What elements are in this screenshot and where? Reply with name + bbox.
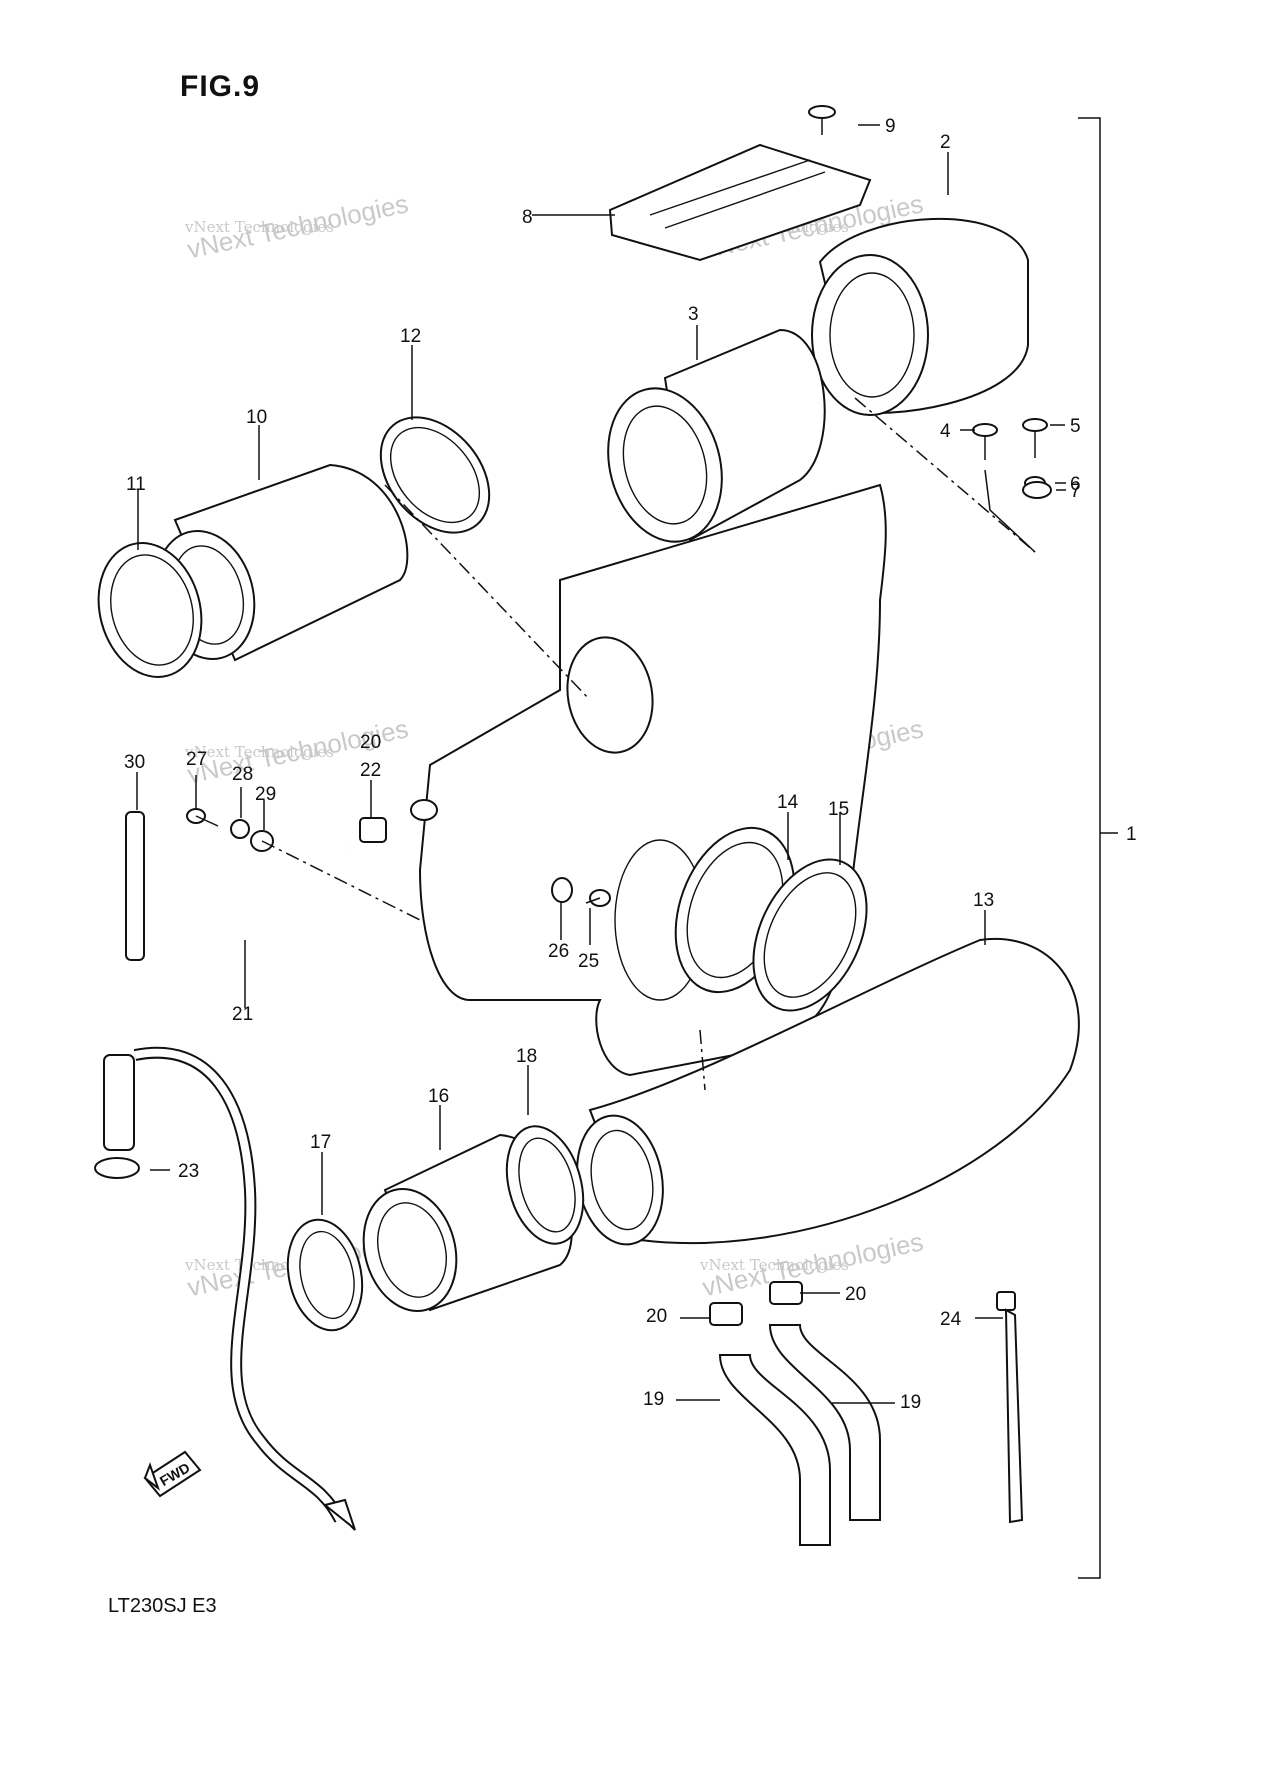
callout-20b: 20 [845,1284,866,1305]
cable-tie-part [996,1291,1024,1524]
clamp-part [97,542,203,678]
callout-20c: 20 [360,732,381,753]
callout-18: 18 [516,1046,537,1067]
callout-9: 9 [885,116,896,137]
callout-30: 30 [124,752,145,773]
screw-part [808,105,836,135]
callout-23: 23 [178,1161,199,1182]
callout-19b: 19 [900,1392,921,1413]
callout-28: 28 [232,764,253,785]
callout-19a: 19 [643,1389,664,1410]
duct-clamp-part [505,1125,585,1245]
callout-numbers: 1 2 3 4 5 6 7 8 9 10 11 12 13 14 15 16 1… [124,116,1137,1413]
callout-7: 7 [1070,481,1081,502]
breather-hose-part [103,843,356,1531]
hose-clips-part [359,817,803,1326]
model-code: LT230SJ E3 [108,1595,217,1617]
callout-27: 27 [186,749,207,770]
callout-11: 11 [126,474,146,495]
callout-13: 13 [973,890,994,911]
callout-16: 16 [428,1086,449,1107]
joint-clamp-part [286,1218,364,1332]
callout-25: 25 [578,951,599,972]
assembly-bracket [1078,117,1118,1579]
fwd-arrow-icon: FWD [143,1450,202,1498]
hardware-parts [972,418,1052,553]
callout-2: 2 [940,132,951,153]
callout-29: 29 [255,784,276,805]
filter-foam-part [811,217,1029,416]
callout-8: 8 [522,207,533,228]
cover-plate-part [608,143,872,262]
callout-24: 24 [940,1309,962,1330]
callout-14: 14 [777,792,799,813]
callout-21: 21 [232,1004,253,1025]
callout-12: 12 [400,326,421,347]
callout-6: 6 [1070,474,1081,495]
alignment-lines [261,397,1036,1091]
callout-3: 3 [688,304,699,325]
clip-ring-part [94,1157,140,1179]
callout-15: 15 [828,799,849,820]
callout-4: 4 [940,421,951,442]
ring-part [379,416,491,534]
seal-rings-part [674,826,868,1012]
callout-1: 1 [1126,824,1137,845]
callout-20a: 20 [646,1306,667,1327]
callout-17: 17 [310,1132,331,1153]
leader-lines [136,124,1066,1404]
callout-5: 5 [1070,416,1081,437]
callout-26: 26 [548,941,569,962]
callout-22: 22 [360,760,381,781]
filter-element-part [607,328,826,543]
figure-title: FIG.9 [180,70,261,103]
outlet-duct-part [576,937,1080,1246]
callout-10: 10 [246,407,267,428]
drain-hoses-part [718,1324,881,1546]
